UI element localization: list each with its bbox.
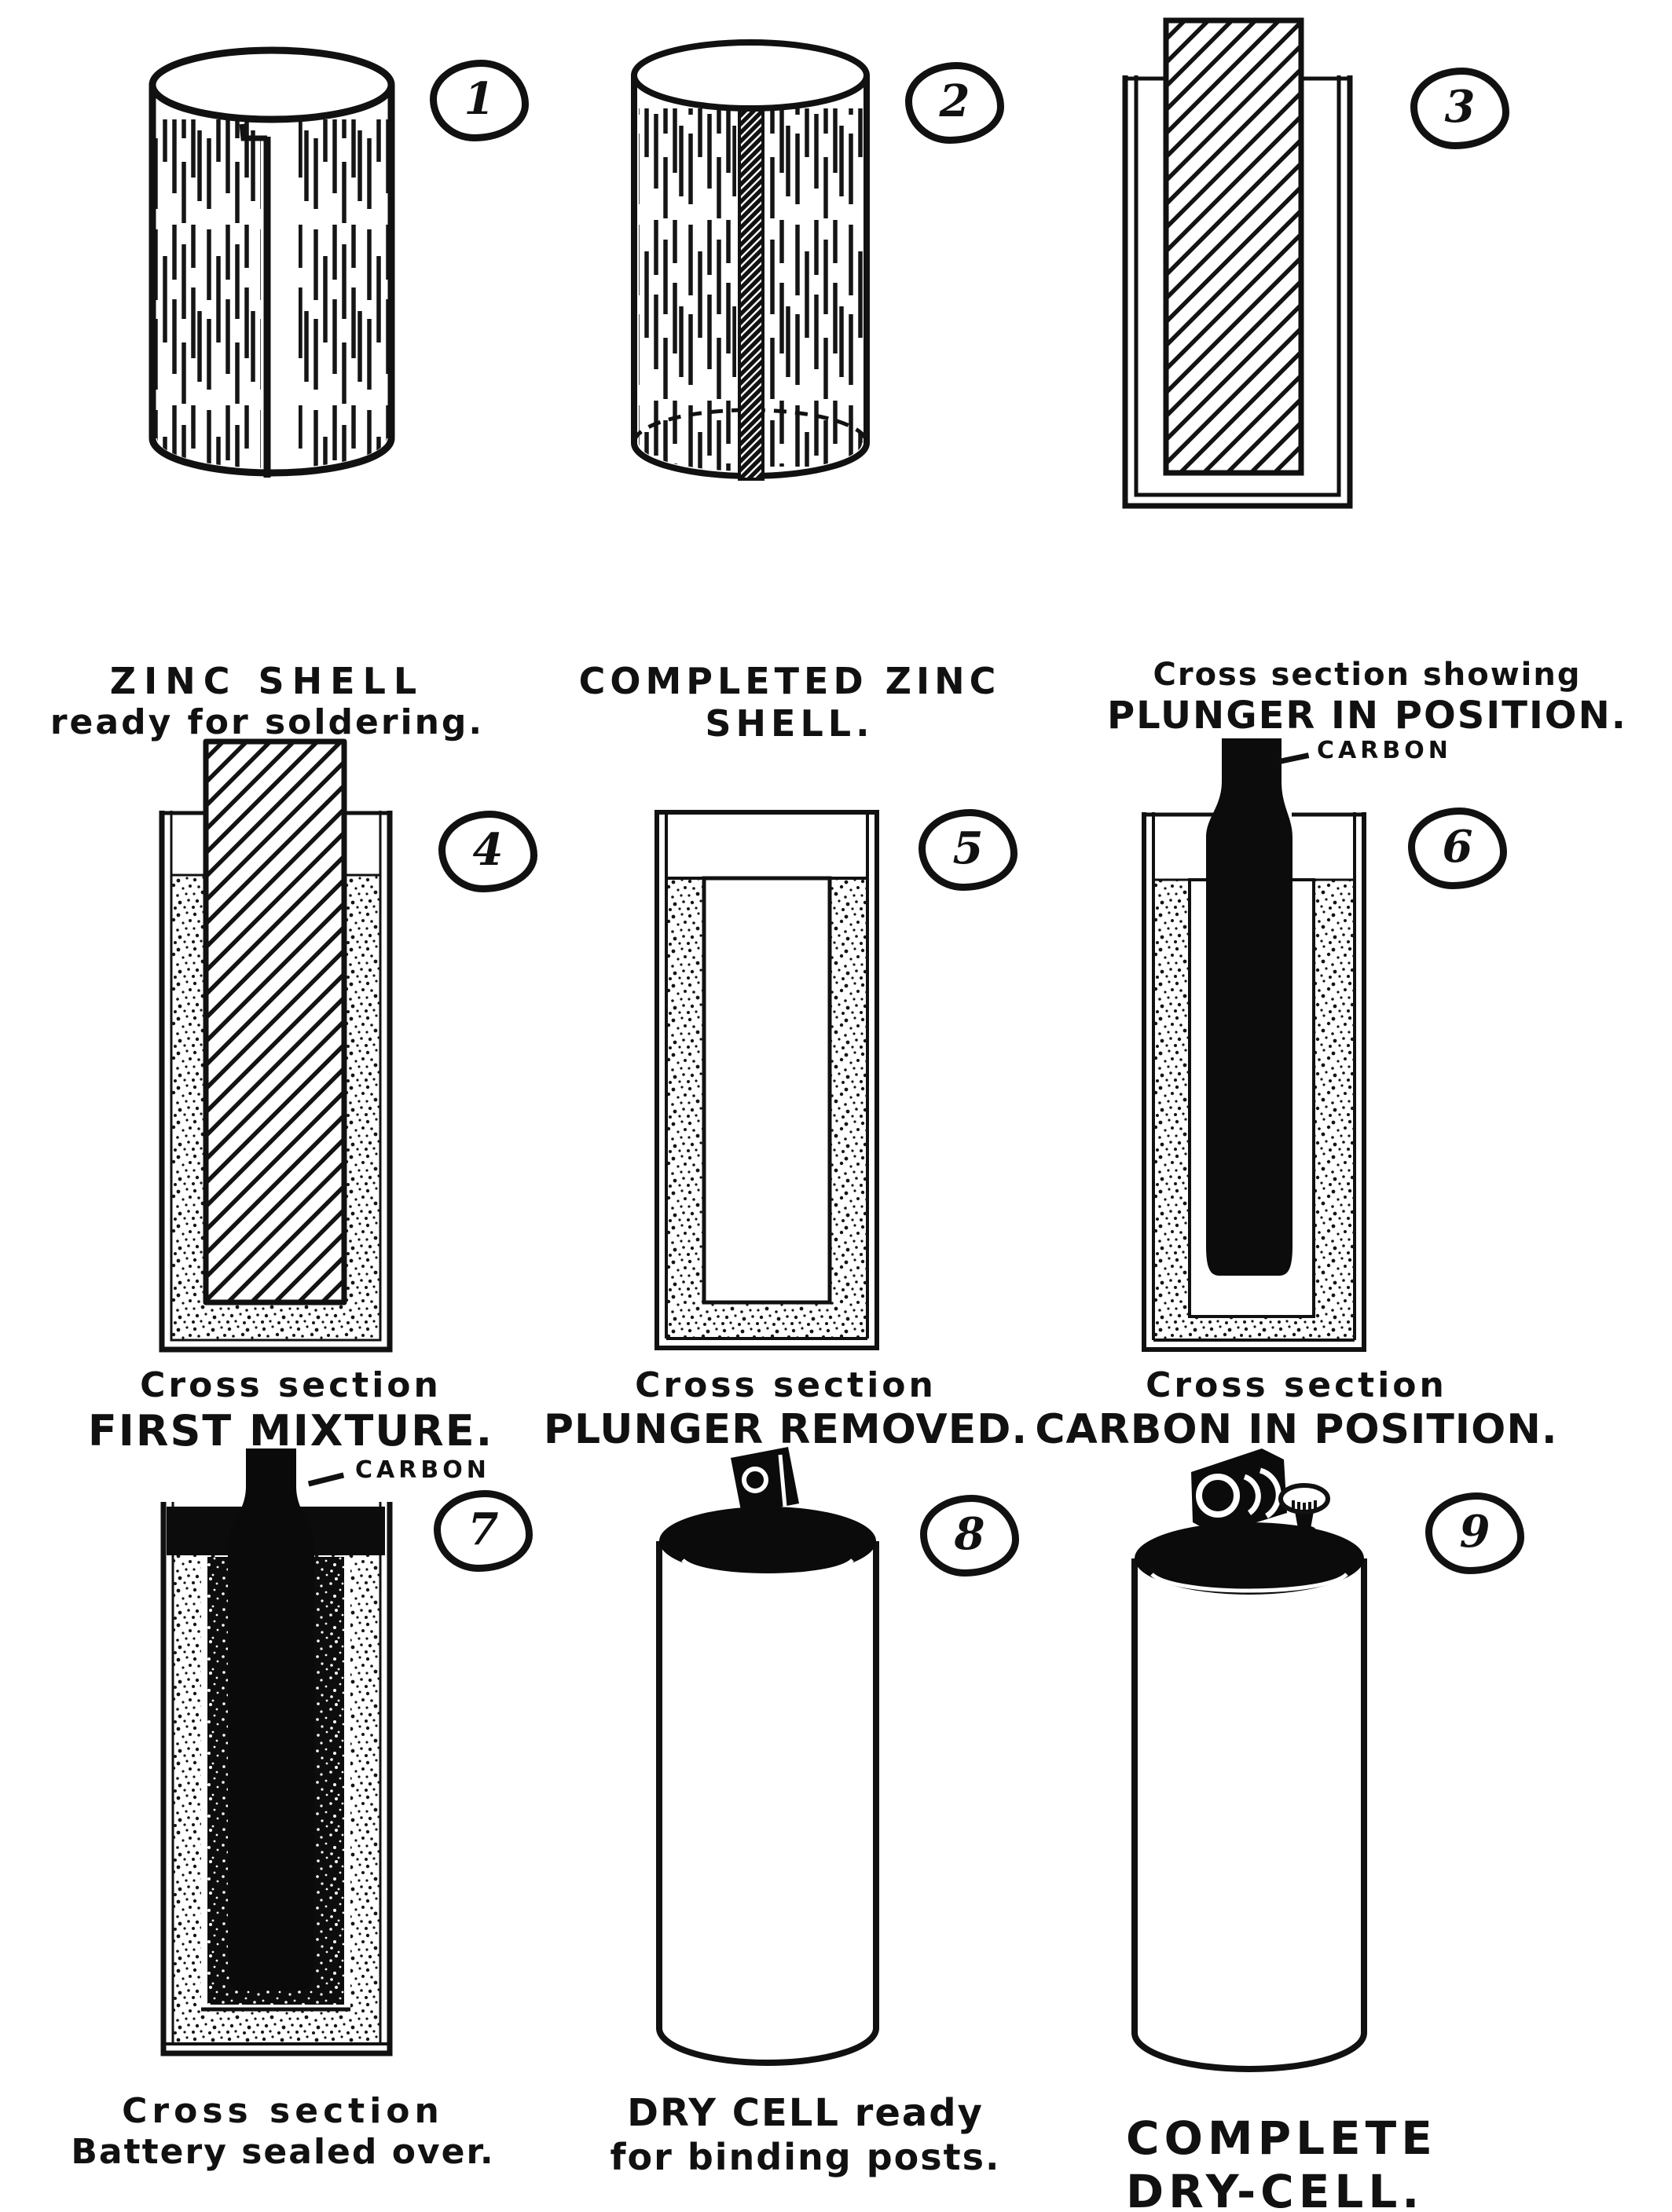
carbon-label: CARBON [1317, 737, 1452, 764]
caption-line: Battery sealed over. [71, 2131, 495, 2172]
step-badge-4: 4 [438, 811, 537, 892]
caption-line: PLUNGER REMOVED. [543, 1405, 1028, 1453]
caption-line: Cross section [122, 2091, 444, 2131]
caption-line: COMPLETE [1126, 2111, 1437, 2165]
caption-panel-2: COMPLETED ZINC SHELL. [515, 660, 1065, 745]
sealed-top-shape [659, 1507, 876, 1576]
caption-line: DRY-CELL. [1126, 2165, 1424, 2212]
plunger-removed-drawing [654, 810, 879, 1350]
dry-cell-unfinished-drawing [656, 1447, 879, 2066]
caption-panel-6: Cross section CARBON IN POSITION. [1029, 1365, 1564, 1454]
step-number: 2 [939, 75, 970, 127]
carbon-in-position-drawing [1142, 738, 1366, 1352]
battery-sealed-drawing [160, 1448, 393, 2056]
step-number: 8 [954, 1508, 985, 1560]
sealed-top-shape [1135, 1522, 1364, 1595]
step-badge-9: 9 [1425, 1492, 1524, 1574]
caption-line: ZINC SHELL [109, 660, 425, 702]
caption-line: CARBON IN POSITION. [1035, 1405, 1558, 1453]
caption-panel-5: Cross section PLUNGER REMOVED. [542, 1365, 1029, 1454]
step-number: 6 [1442, 821, 1473, 873]
caption-line: Cross section showing [1153, 657, 1582, 693]
step-badge-3: 3 [1410, 68, 1509, 149]
caption-panel-3: Cross section showing PLUNGER IN POSITIO… [1092, 657, 1642, 738]
caption-line: for binding posts. [610, 2135, 1001, 2178]
step-badge-5: 5 [918, 809, 1018, 891]
caption-panel-4: Cross section FIRST MIXTURE. [47, 1365, 534, 1456]
caption-panel-1: ZINC SHELL ready for soldering. [24, 660, 511, 743]
caption-line: Cross section [1146, 1365, 1447, 1405]
zinc-shell-open-drawing [148, 46, 395, 478]
caption-panel-7: Cross section Battery sealed over. [39, 2091, 526, 2173]
caption-line: Cross section [635, 1365, 937, 1405]
dry-cell-complete-drawing [1131, 1448, 1367, 2072]
step-badge-6: 6 [1408, 808, 1507, 889]
caption-line: ready for soldering. [50, 702, 485, 743]
thumbscrew-shape [1278, 1483, 1330, 1535]
step-badge-2: 2 [905, 62, 1004, 144]
step-number: 9 [1459, 1506, 1490, 1558]
caption-line: Cross section [140, 1365, 442, 1405]
step-number: 1 [464, 73, 495, 125]
step-badge-8: 8 [920, 1495, 1019, 1577]
zinc-shell-completed-drawing [631, 39, 870, 481]
binding-post-shape [1191, 1448, 1287, 1535]
step-number: 7 [468, 1503, 499, 1555]
plunger-in-position-drawing [1122, 17, 1353, 509]
caption-panel-8: DRY CELL ready for binding posts. [562, 2091, 1049, 2178]
caption-line: COMPLETED ZINC [578, 660, 1001, 702]
first-mixture-drawing [159, 738, 393, 1353]
step-number: 3 [1444, 81, 1476, 133]
step-badge-1: 1 [430, 60, 529, 141]
carbon-rod-shape [228, 1448, 314, 1990]
carbon-label: CARBON [355, 1456, 490, 1484]
caption-line: FIRST MIXTURE. [87, 1405, 494, 1456]
carbon-rod-shape [1206, 738, 1292, 1276]
caption-line: PLUNGER IN POSITION. [1106, 694, 1628, 738]
caption-line: DRY CELL ready [627, 2091, 984, 2135]
caption-line: SHELL. [705, 702, 874, 745]
step-number: 4 [472, 824, 504, 876]
step-badge-7: 7 [434, 1490, 533, 1572]
step-number: 5 [952, 822, 984, 874]
caption-panel-9: COMPLETE DRY-CELL. [1126, 2111, 1582, 2212]
